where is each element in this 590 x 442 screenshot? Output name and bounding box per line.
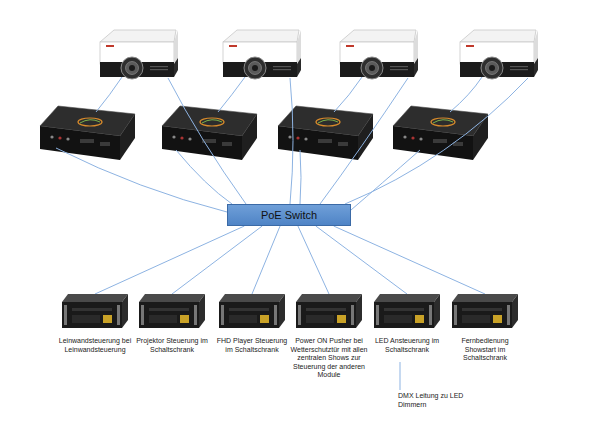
device-box: Power ON Pusher bei Wetterschutztür mit … [290,294,368,380]
rack-device-illustration [296,294,362,330]
device-box: Fernbedienung Showstart im Schaltschrank [446,294,524,363]
device-box: Leinwandsteuerung bei Leinwandsteuerung [56,294,134,354]
device-caption: FHD Player Steuerung im Schaltschrank [213,337,291,354]
rack-device-illustration [374,294,440,330]
network-cable [334,226,485,294]
dmx-line [400,362,401,390]
device-caption: Projektor Steuerung im Schaltschrank [133,337,211,354]
rack-device-illustration [219,294,285,330]
switch-label: PoE Switch [261,209,317,221]
device-caption: LED Ansteuerung im Schaltschrank [368,337,446,354]
rack-device-illustration [452,294,518,330]
network-cable [95,226,244,294]
device-box: Projektor Steuerung im Schaltschrank [133,294,211,354]
rack-device-illustration [139,294,205,330]
projector-illustration [100,30,538,79]
device-caption: Leinwandsteuerung bei Leinwandsteuerung [56,337,134,354]
device-box: LED Ansteuerung im Schaltschrank [368,294,446,354]
device-caption: Power ON Pusher bei Wetterschutztür mit … [290,337,368,380]
rack-device-illustration [62,294,128,330]
network-cable [252,226,280,294]
device-caption: Fernbedienung Showstart im Schaltschrank [446,337,524,363]
switch-box: PoE Switch [227,204,351,226]
network-cable [316,226,407,294]
network-cable [56,77,528,212]
device-box: FHD Player Steuerung im Schaltschrank [213,294,291,354]
network-cable [298,226,329,294]
cable-note: DMX Leitung zu LED Dimmern [398,392,478,409]
player-illustration [40,106,488,160]
network-cable [172,226,262,294]
